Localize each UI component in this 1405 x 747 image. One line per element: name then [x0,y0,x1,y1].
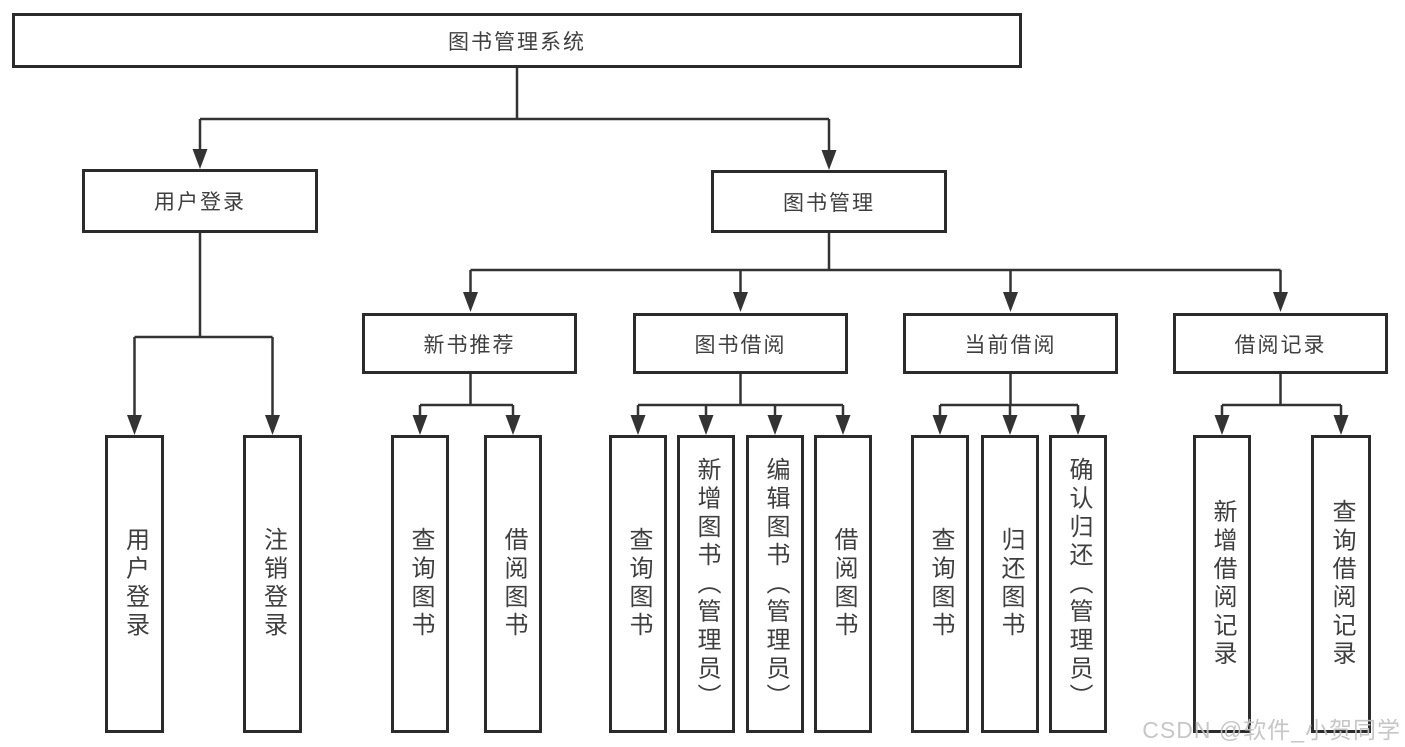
node-new-book-recommend: 新书推荐 [362,313,577,374]
leaf-current-confirm-return-admin: 确认归还（管理员） [1049,435,1107,733]
root-node-library-management-system: 图书管理系统 [12,13,1022,68]
leaf-records-add-record: 新增借阅记录 [1193,435,1251,733]
leaf-current-return-books: 归还图书 [981,435,1039,733]
leaf-borrow-add-books-admin: 新增图书（管理员） [677,435,735,733]
node-borrow-records: 借阅记录 [1173,313,1388,374]
leaf-logout: 注销登录 [243,435,302,733]
node-current-borrow: 当前借阅 [903,313,1118,374]
leaf-recommend-query-books: 查询图书 [391,435,449,733]
leaf-borrow-query-books: 查询图书 [609,435,667,733]
leaf-borrow-borrow-books: 借阅图书 [814,435,872,733]
leaf-recommend-borrow-books: 借阅图书 [484,435,542,733]
node-book-borrow: 图书借阅 [633,313,848,374]
leaf-user-login: 用户登录 [105,435,164,733]
leaf-current-query-books: 查询图书 [911,435,969,733]
node-book-management: 图书管理 [711,170,947,233]
node-user-login: 用户登录 [82,169,318,233]
leaf-records-query-record: 查询借阅记录 [1311,435,1371,733]
leaf-borrow-edit-books-admin: 编辑图书（管理员） [746,435,804,733]
